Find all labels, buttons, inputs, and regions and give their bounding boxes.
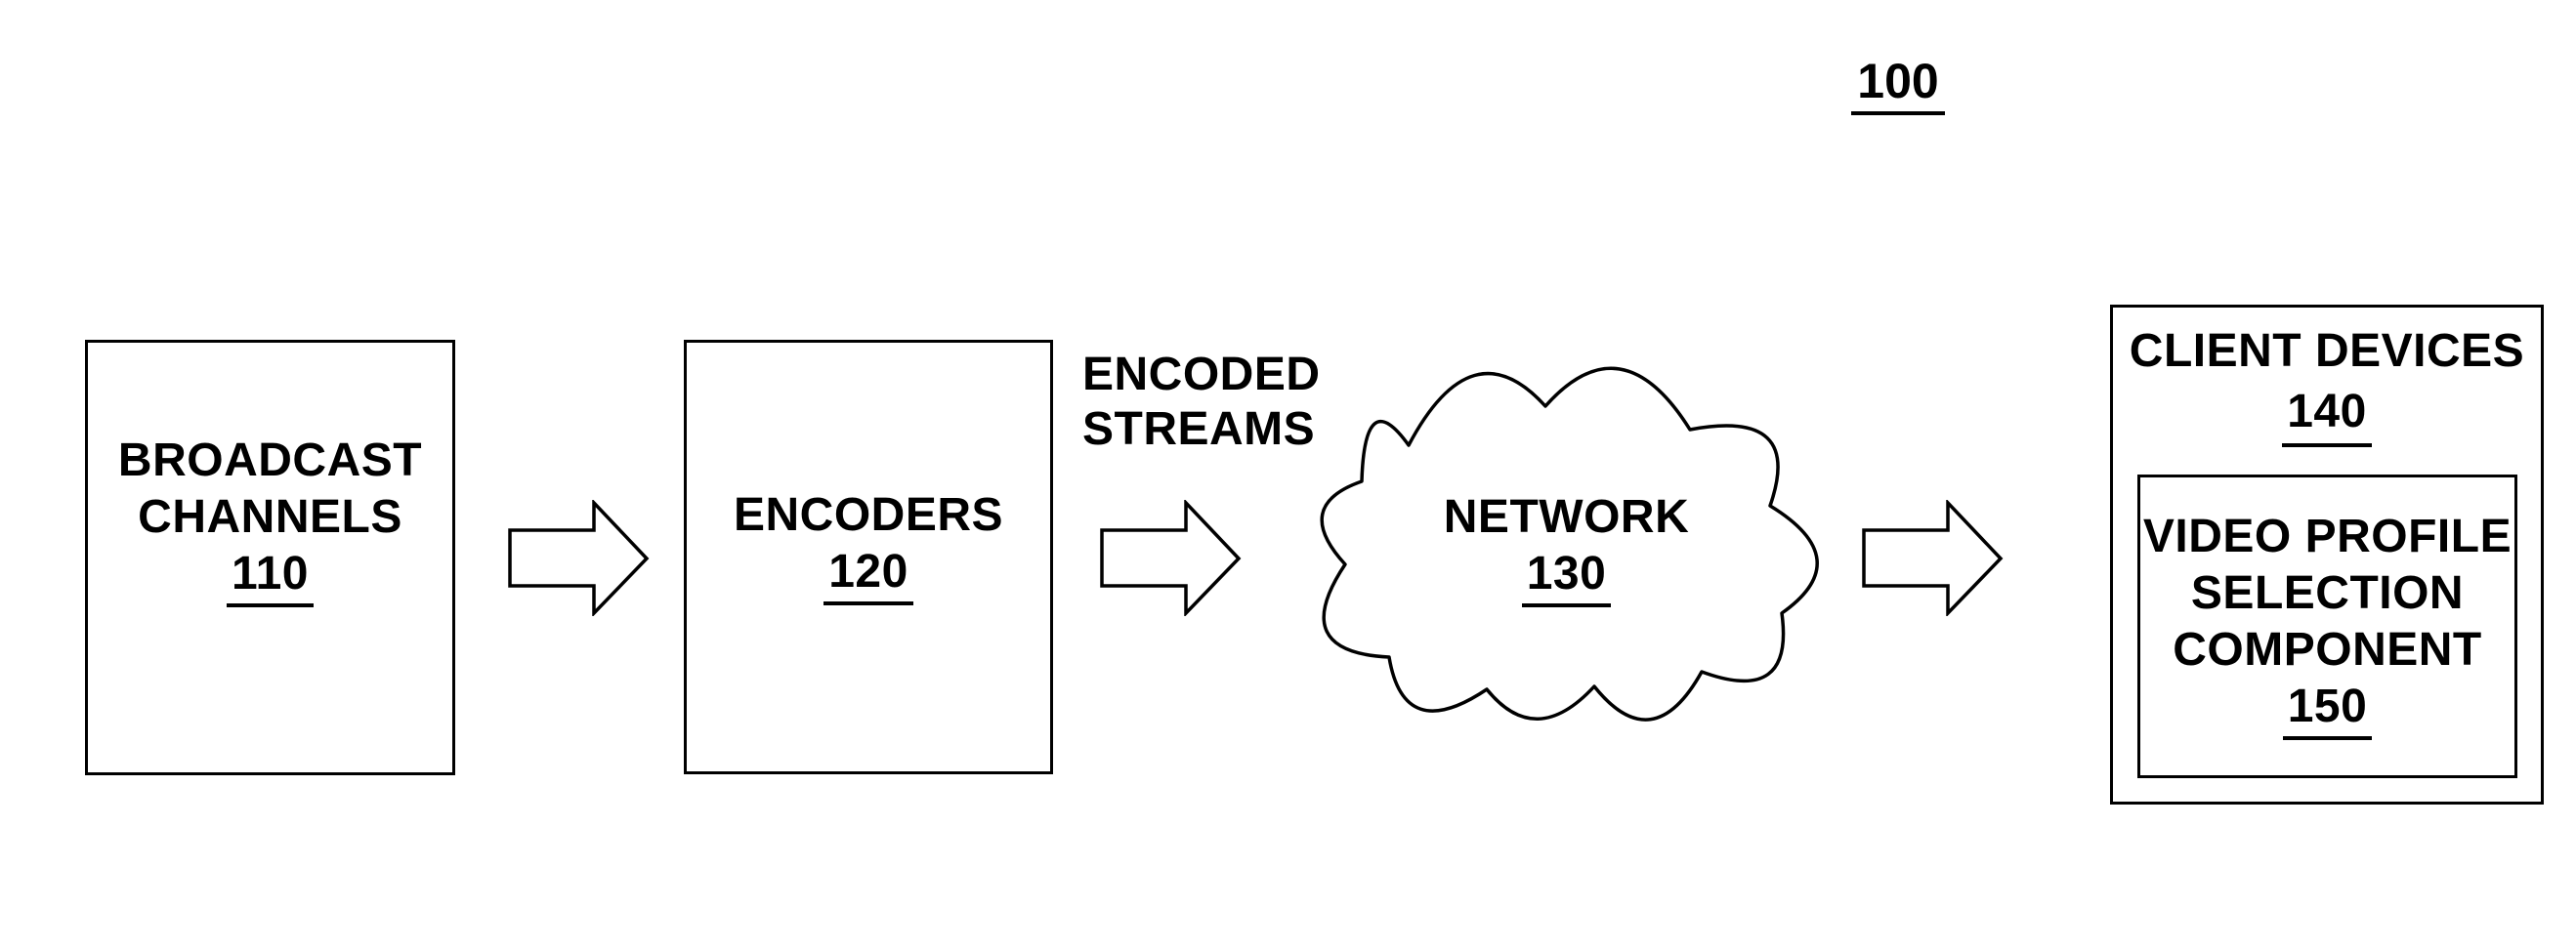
broadcast-channels-label-line2: CHANNELS [138, 491, 402, 543]
encoded-streams-label-line2: STREAMS [1082, 403, 1316, 455]
figure-number-label: 100 [1820, 53, 1976, 115]
broadcast-channels-label-line1: BROADCAST [117, 434, 423, 486]
video-profile-label-line1: VIDEO PROFILE [2142, 511, 2513, 562]
flow-arrow-2-icon [1100, 500, 1242, 616]
video-profile-selection-box: VIDEO PROFILE SELECTION COMPONENT 150 [2137, 475, 2517, 778]
video-profile-selection-label: VIDEO PROFILE SELECTION COMPONENT 150 [2140, 509, 2514, 740]
network-label-line1: NETWORK [1443, 491, 1690, 543]
client-devices-ref: 140 [2282, 382, 2372, 447]
video-profile-label-line3: COMPONENT [2173, 624, 2482, 676]
video-profile-label-line2: SELECTION [2190, 567, 2465, 619]
encoded-streams-label-line1: ENCODED [1082, 349, 1321, 400]
encoders-box: ENCODERS 120 [684, 340, 1053, 774]
broadcast-channels-ref: 110 [227, 546, 314, 607]
encoded-streams-label: ENCODED STREAMS [1082, 348, 1321, 457]
flow-arrow-1-icon [508, 500, 650, 616]
encoders-label-line1: ENCODERS [733, 489, 1004, 541]
network-ref: 130 [1521, 546, 1612, 607]
network-label: NETWORK 130 [1311, 369, 1822, 607]
figure-number: 100 [1851, 53, 1945, 115]
client-devices-label-line1: CLIENT DEVICES [2129, 325, 2525, 377]
encoders-label: ENCODERS 120 [687, 487, 1050, 605]
client-devices-label: CLIENT DEVICES 140 [2113, 321, 2541, 447]
flow-arrow-3-icon [1862, 500, 2004, 616]
broadcast-channels-label: BROADCAST CHANNELS 110 [88, 433, 452, 607]
encoders-ref: 120 [823, 544, 913, 605]
video-profile-ref: 150 [2282, 679, 2373, 740]
network-cloud-shape [1320, 366, 1819, 722]
broadcast-channels-box: BROADCAST CHANNELS 110 [85, 340, 455, 775]
